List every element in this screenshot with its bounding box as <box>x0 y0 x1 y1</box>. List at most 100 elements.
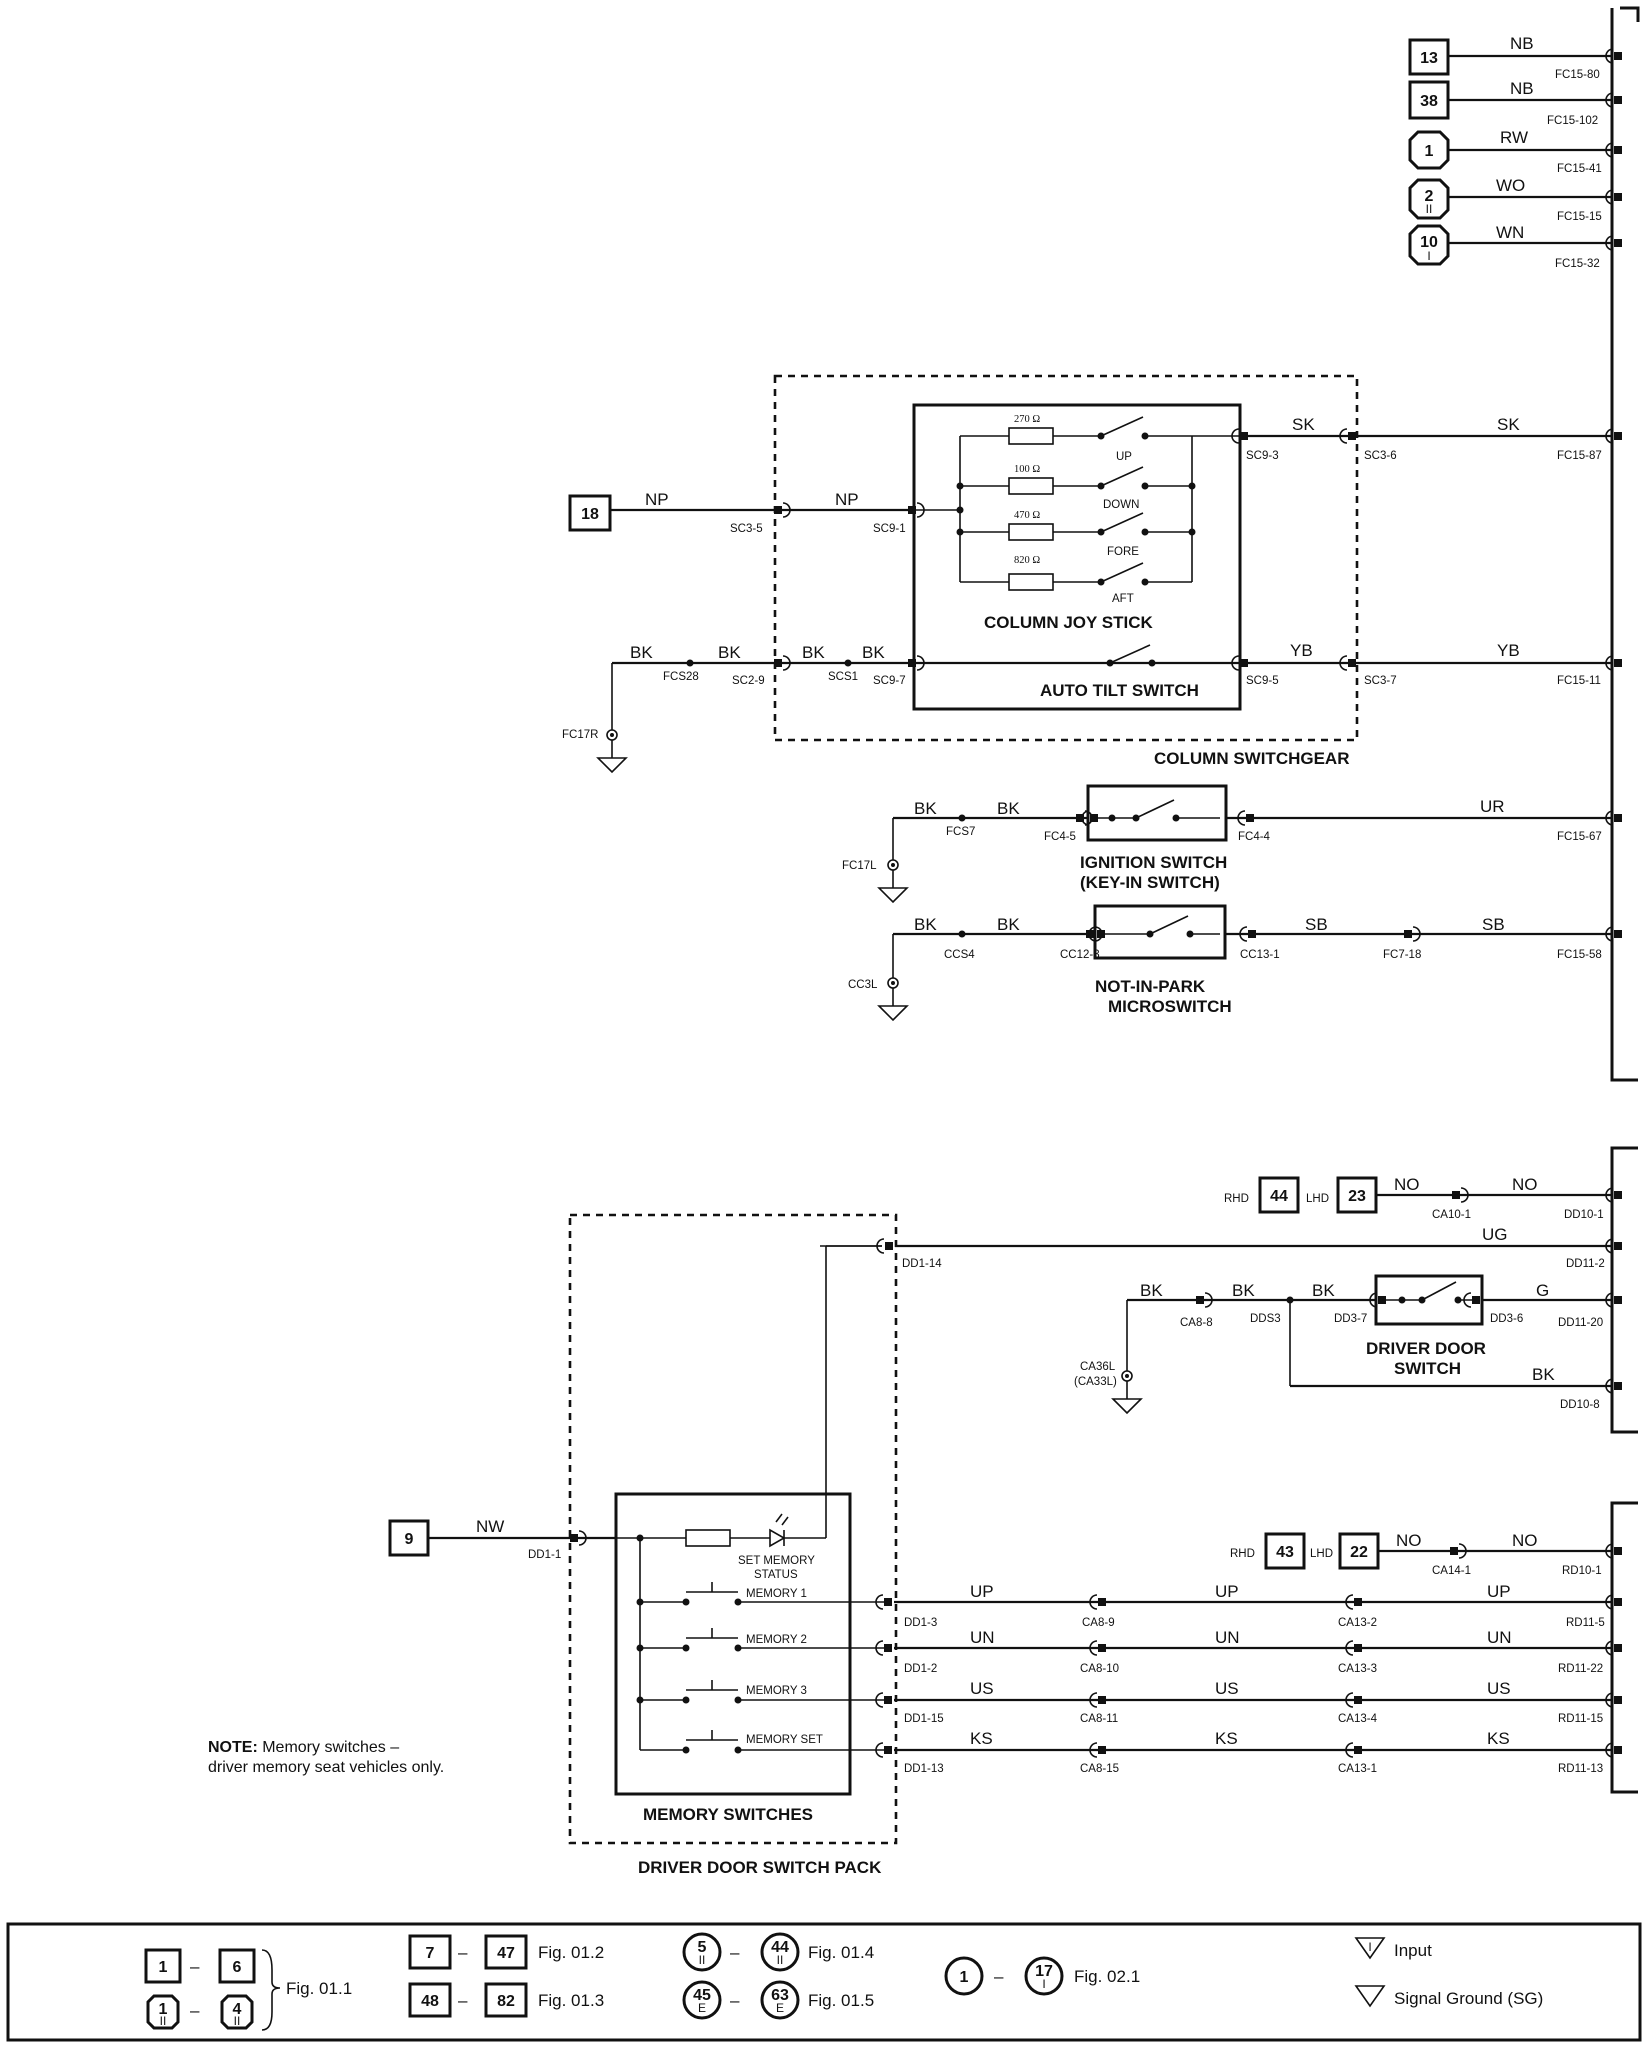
resistor-820-label: 820 Ω <box>1014 555 1040 566</box>
pin-dd1-13: DD1-13 <box>904 1763 944 1775</box>
wire-label-bk-1: BK <box>630 643 653 662</box>
pin-dd3-7: DD3-7 <box>1334 1313 1367 1325</box>
ref-10: 10 <box>1420 234 1438 251</box>
lhd-label: LHD <box>1306 1193 1329 1205</box>
microswitch-title: MICROSWITCH <box>1108 997 1232 1016</box>
pin-fcs28: FCS28 <box>663 671 699 683</box>
pin-fcs7: FCS7 <box>946 826 975 838</box>
legend-d2: 82 <box>497 1993 515 2010</box>
legend-fig-013: Fig. 01.3 <box>538 1991 604 2010</box>
pin-rd10-1: RD10-1 <box>1562 1565 1602 1577</box>
pin-ca14-1: CA14-1 <box>1432 1565 1471 1577</box>
rhd-label: RHD <box>1224 1193 1249 1205</box>
resistor-row-270: 270 Ω UP <box>960 414 1192 463</box>
wire-label-no-rear-2: NO <box>1512 1531 1538 1550</box>
driver-door-title: DRIVER DOOR <box>1366 1339 1486 1358</box>
joy-stick-title: COLUMN JOY STICK <box>984 613 1153 632</box>
pin-sc2-9: SC2-9 <box>732 675 765 687</box>
wire-label-un-3: UN <box>1487 1628 1512 1647</box>
wire-label-sb: SB <box>1305 915 1328 934</box>
wire-label-nw: NW <box>476 1517 504 1536</box>
pin-fc15-58: FC15-58 <box>1557 949 1602 961</box>
signal-ground-icon <box>1354 1985 1386 2008</box>
input-symbol: I <box>1368 1940 1371 1954</box>
pin-sc9-5: SC9-5 <box>1246 675 1279 687</box>
circuit-us: US US US DD1-15 CA8-11 CA13-4 RD11-15 <box>875 1679 1623 1725</box>
pin-dd1-3: DD1-3 <box>904 1617 937 1629</box>
memory-2-label: MEMORY 2 <box>746 1634 807 1646</box>
legend: 1 – 6 1 II – 4 II Fig. 01.1 7 – 47 Fig. … <box>6 1922 1642 2042</box>
legend-dash-b: – <box>190 2001 200 2020</box>
circuit-wo: 2 II WO FC15-15 <box>1408 176 1623 223</box>
wire-label-ur: UR <box>1480 797 1505 816</box>
resistor-row-470: 470 Ω FORE <box>960 510 1192 558</box>
legend-fig-014: Fig. 01.4 <box>808 1943 874 1962</box>
legend-b2: 4 <box>233 2001 242 2018</box>
circuit-rw: 1 RW FC15-41 <box>1408 128 1623 175</box>
memory-switches-title: MEMORY SWITCHES <box>643 1805 813 1824</box>
legend-f2-sub: E <box>776 2001 784 2015</box>
ref-9: 9 <box>405 1531 414 1548</box>
pin-sc9-7: SC9-7 <box>873 675 906 687</box>
pin-fc15-87: FC15-87 <box>1557 450 1602 462</box>
wire-label-ks-2: KS <box>1215 1729 1238 1748</box>
wire-label-us-1: US <box>970 1679 994 1698</box>
wire-label-bk-ign-1: BK <box>914 799 937 818</box>
auto-tilt-title: AUTO TILT SWITCH <box>1040 681 1199 700</box>
legend-f1-sub: E <box>698 2001 706 2015</box>
legend-dash-g: – <box>994 1967 1004 1986</box>
legend-dash-f: – <box>730 1991 740 2010</box>
pin-ccs4: CCS4 <box>944 949 975 961</box>
pin-dd1-14: DD1-14 <box>902 1258 942 1270</box>
pin-dd11-20: DD11-20 <box>1558 1317 1603 1329</box>
ref-1: 1 <box>1425 143 1434 160</box>
set-memory-label: SET MEMORY <box>738 1555 815 1567</box>
wire-label-ks-1: KS <box>970 1729 993 1748</box>
pin-scs1: SCS1 <box>828 671 858 683</box>
note-bold: NOTE: <box>208 1739 258 1756</box>
wire-label-un-2: UN <box>1215 1628 1240 1647</box>
legend-e1-sub: II <box>699 1953 706 1967</box>
pin-dd11-2: DD11-2 <box>1566 1258 1605 1270</box>
wire-label-un-1: UN <box>970 1628 995 1647</box>
driver-door-switch-pack-label: DRIVER DOOR SWITCH PACK <box>638 1858 882 1877</box>
wire-label-sb-2: SB <box>1482 915 1505 934</box>
ref-18: 18 <box>581 506 599 523</box>
wire-label-bk-3: BK <box>802 643 825 662</box>
circuit-ks: KS KS KS DD1-13 CA8-15 CA13-1 RD11-13 <box>875 1729 1623 1775</box>
note-line-2: driver memory seat vehicles only. <box>208 1759 444 1776</box>
wire-label-bk-4: BK <box>862 643 885 662</box>
legend-c1: 7 <box>426 1945 435 1962</box>
circuit-np: 18 NP NP SC3-5 SC9-1 <box>568 490 925 535</box>
pin-rd11-5: RD11-5 <box>1566 1617 1605 1629</box>
circuit-wn: 10 I WN FC15-32 <box>1408 223 1623 270</box>
wire-label-yb-2: YB <box>1497 641 1520 660</box>
wire-label-bk-nip-1: BK <box>914 915 937 934</box>
ref-23: 23 <box>1348 1188 1366 1205</box>
pin-sc9-3: SC9-3 <box>1246 450 1279 462</box>
memory-3-label: MEMORY 3 <box>746 1685 807 1697</box>
pin-fc15-80: FC15-80 <box>1555 69 1600 81</box>
memory-note: NOTE: Memory switches – driver memory se… <box>208 1739 444 1776</box>
pin-rd11-22: RD11-22 <box>1558 1663 1603 1675</box>
circuit-up: UP UP UP DD1-3 CA8-9 CA13-2 RD11-5 <box>875 1582 1623 1629</box>
pin-fc4-5: FC4-5 <box>1044 831 1076 843</box>
legend-dash-c: – <box>458 1943 468 1962</box>
legend-a1: 1 <box>159 1959 168 1976</box>
wire-label-up-3: UP <box>1487 1582 1511 1601</box>
legend-signal-ground: Signal Ground (SG) <box>1394 1989 1543 2008</box>
lhd-label-2: LHD <box>1310 1548 1333 1560</box>
memory-1-label: MEMORY 1 <box>746 1588 807 1600</box>
wire-label-ks-3: KS <box>1487 1729 1510 1748</box>
ignition-switch-subtitle: (KEY-IN SWITCH) <box>1080 873 1220 892</box>
wire-label-nb-2: NB <box>1510 79 1534 98</box>
wire-label-bk-dd-1: BK <box>1140 1281 1163 1300</box>
pin-fc17l: FC17L <box>842 860 877 872</box>
pin-dd3-6: DD3-6 <box>1490 1313 1523 1325</box>
ignition-switch: BK BK UR FCS7 FC4-5 FC4-4 FC15-67 FC17L … <box>842 784 1623 903</box>
circuit-no-rear: RHD 43 LHD 22 NO NO CA14-1 RD10-1 <box>1230 1531 1623 1577</box>
pin-sc3-7: SC3-7 <box>1364 675 1397 687</box>
pin-ca13-2: CA13-2 <box>1338 1617 1377 1629</box>
pin-dds3: DDS3 <box>1250 1313 1281 1325</box>
